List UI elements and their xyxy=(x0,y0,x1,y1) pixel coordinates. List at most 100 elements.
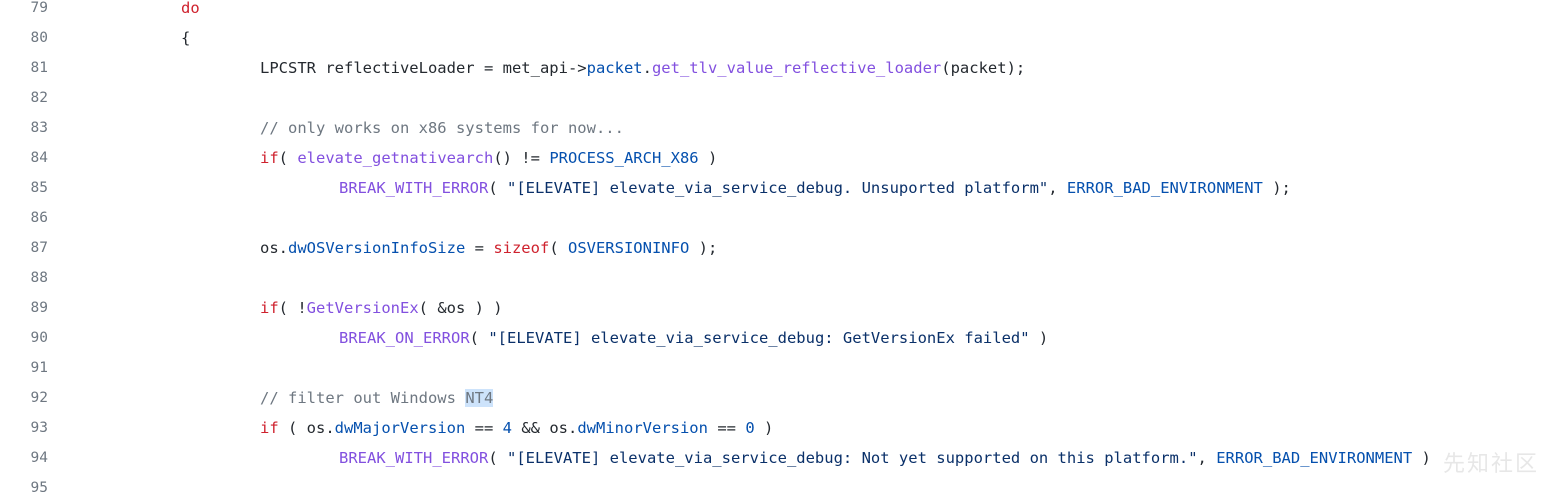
code-line: 88 xyxy=(0,263,1561,293)
code-token: if xyxy=(260,419,279,437)
code-token: // only works on x86 systems for now... xyxy=(260,119,624,137)
code-text: BREAK_WITH_ERROR( "[ELEVATE] elevate_via… xyxy=(339,443,1431,473)
code-token: OSVERSIONINFO xyxy=(567,239,690,257)
line-number[interactable]: 81 xyxy=(30,60,48,76)
code-text: BREAK_WITH_ERROR( "[ELEVATE] elevate_via… xyxy=(339,173,1291,203)
code-line: 80 { xyxy=(0,23,1561,53)
code-token: BREAK_ON_ERROR xyxy=(339,329,470,347)
code-token: "[ELEVATE] elevate_via_service_debug: Ge… xyxy=(488,329,1030,347)
line-number[interactable]: 90 xyxy=(30,330,48,346)
code-token: "[ELEVATE] elevate_via_service_debug. Un… xyxy=(506,179,1049,197)
code-token: , xyxy=(1048,179,1067,197)
code-token: dwOSVersionInfoSize xyxy=(288,239,466,257)
code-token: ); xyxy=(689,239,718,257)
line-number[interactable]: 94 xyxy=(30,450,48,466)
code-text: if( elevate_getnativearch() != PROCESS_A… xyxy=(260,143,717,173)
code-token: dwMajorVersion xyxy=(334,419,466,437)
code-token: ( xyxy=(278,149,298,167)
code-token: ) xyxy=(1029,329,1049,347)
code-token: PROCESS_ARCH_X86 xyxy=(549,149,699,167)
line-number[interactable]: 95 xyxy=(30,480,48,496)
code-token: "[ELEVATE] elevate_via_service_debug: No… xyxy=(506,449,1198,467)
line-number[interactable]: 93 xyxy=(30,420,48,436)
code-line: 90 BREAK_ON_ERROR( "[ELEVATE] elevate_via… xyxy=(0,323,1561,353)
code-token: ( xyxy=(469,329,489,347)
code-token: { xyxy=(181,29,191,47)
code-token: NT4 xyxy=(465,389,494,407)
code-token: (packet); xyxy=(941,59,1026,77)
line-number[interactable]: 83 xyxy=(30,120,48,136)
code-token: && os. xyxy=(512,419,578,437)
code-token: do xyxy=(181,0,200,17)
line-number[interactable]: 88 xyxy=(30,270,48,286)
code-token: BREAK_WITH_ERROR xyxy=(339,449,489,467)
code-token: == xyxy=(707,419,746,437)
code-token: ( xyxy=(488,179,507,197)
code-text: { xyxy=(181,23,190,53)
code-line: 95 xyxy=(0,473,1561,503)
code-token: ) xyxy=(1412,449,1431,467)
code-token: if xyxy=(260,149,279,167)
code-line: 87 os.dwOSVersionInfoSize = sizeof( OSVER… xyxy=(0,233,1561,263)
code-line: 84 if( elevate_getnativearch() != PROCESS… xyxy=(0,143,1561,173)
code-text: BREAK_ON_ERROR( "[ELEVATE] elevate_via_s… xyxy=(339,323,1048,353)
code-text: if ( os.dwMajorVersion == 4 && os.dwMino… xyxy=(260,413,773,443)
code-text: // only works on x86 systems for now... xyxy=(260,113,624,143)
line-number[interactable]: 80 xyxy=(30,30,48,46)
code-token: LPCSTR reflectiveLoader = met_api xyxy=(260,59,568,77)
code-token: elevate_getnativearch xyxy=(297,149,494,167)
code-line: 91 xyxy=(0,353,1561,383)
line-number[interactable]: 86 xyxy=(30,210,48,226)
line-number[interactable]: 87 xyxy=(30,240,48,256)
code-token: ) xyxy=(698,149,718,167)
code-token: ( xyxy=(549,239,568,257)
line-number[interactable]: 79 xyxy=(30,0,48,16)
code-token: . xyxy=(642,59,652,77)
code-line: 83 // only works on x86 systems for now..… xyxy=(0,113,1561,143)
code-token: ( os. xyxy=(278,419,335,437)
line-number[interactable]: 82 xyxy=(30,90,48,106)
code-token: if xyxy=(260,299,279,317)
code-text: if( !GetVersionEx( &os ) ) xyxy=(260,293,503,323)
code-token: dwMinorVersion xyxy=(577,419,708,437)
code-token: 4 xyxy=(502,419,512,437)
code-token: () != xyxy=(493,149,550,167)
watermark-logo: 先知社区 xyxy=(1442,452,1539,477)
code-token: ) xyxy=(754,419,774,437)
code-token: GetVersionEx xyxy=(306,299,419,317)
code-token: ( xyxy=(488,449,507,467)
code-token: ( ! xyxy=(278,299,307,317)
line-number[interactable]: 92 xyxy=(30,390,48,406)
code-token: os. xyxy=(260,239,288,257)
code-line: 81 LPCSTR reflectiveLoader = met_api->pac… xyxy=(0,53,1561,83)
line-number[interactable]: 84 xyxy=(30,150,48,166)
code-line: 82 xyxy=(0,83,1561,113)
code-token: ( &os ) ) xyxy=(418,299,503,317)
code-token: sizeof xyxy=(493,239,550,257)
line-number[interactable]: 85 xyxy=(30,180,48,196)
code-token: == xyxy=(465,419,503,437)
code-line: 94 BREAK_WITH_ERROR( "[ELEVATE] elevate_v… xyxy=(0,443,1561,473)
code-line: 85 BREAK_WITH_ERROR( "[ELEVATE] elevate_v… xyxy=(0,173,1561,203)
code-token: get_tlv_value_reflective_loader xyxy=(651,59,942,77)
line-number[interactable]: 91 xyxy=(30,360,48,376)
line-number[interactable]: 89 xyxy=(30,300,48,316)
code-token: ); xyxy=(1262,179,1291,197)
code-token: , xyxy=(1197,449,1217,467)
code-line: 86 xyxy=(0,203,1561,233)
code-token: packet xyxy=(586,59,643,77)
code-line: 89 if( !GetVersionEx( &os ) ) xyxy=(0,293,1561,323)
code-token: ERROR_BAD_ENVIRONMENT xyxy=(1216,449,1413,467)
code-token: ERROR_BAD_ENVIRONMENT xyxy=(1066,179,1263,197)
code-token: BREAK_WITH_ERROR xyxy=(339,179,489,197)
code-line: 79 do xyxy=(0,0,1561,23)
code-line: 93 if ( os.dwMajorVersion == 4 && os.dwMi… xyxy=(0,413,1561,443)
code-text: os.dwOSVersionInfoSize = sizeof( OSVERSI… xyxy=(260,233,717,263)
code-token: 0 xyxy=(745,419,755,437)
code-line: 92 // filter out Windows NT4 xyxy=(0,383,1561,413)
code-text: // filter out Windows NT4 xyxy=(260,383,494,413)
code-token: // filter out Windows xyxy=(260,389,466,407)
code-text: do xyxy=(181,0,200,23)
code-token: = xyxy=(465,239,494,257)
code-token: -> xyxy=(567,59,587,77)
